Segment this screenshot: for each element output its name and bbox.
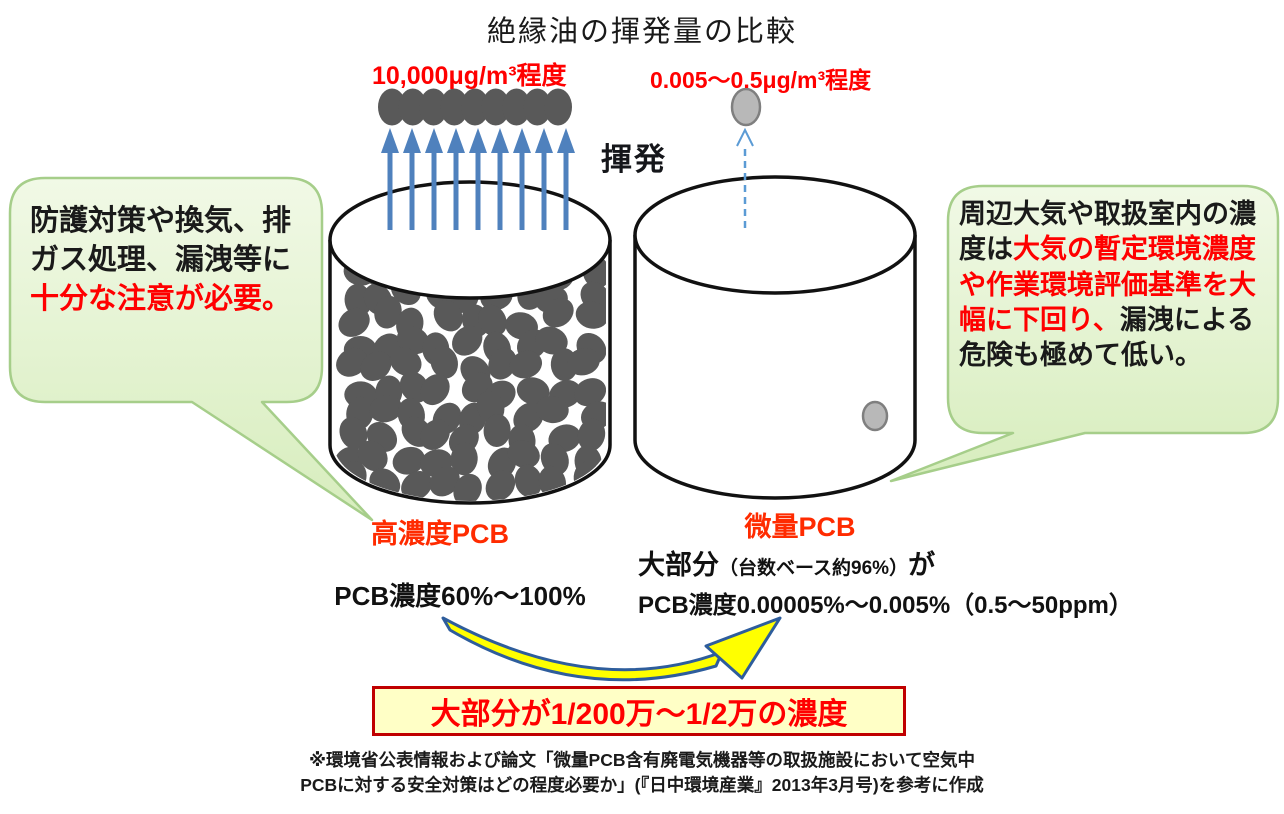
escaped-molecule: [502, 88, 531, 126]
left-emission-rate: 10,000μg/m³程度: [372, 62, 567, 90]
oil-molecule-dot: [420, 419, 450, 450]
oil-molecule-dot: [450, 442, 478, 476]
oil-molecule-dot: [374, 295, 402, 329]
oil-molecule-dot: [535, 395, 569, 424]
up-arrow-head: [381, 128, 399, 153]
oil-molecule-dot: [339, 417, 368, 450]
conclusion-box: 大部分が1/200万～1/2万の濃度: [372, 686, 906, 736]
trace-pcb-tank: [633, 175, 917, 500]
oil-molecule-dot: [478, 304, 507, 337]
oil-molecule-dot: [392, 446, 425, 475]
oil-molecule-dot: [360, 351, 392, 381]
left-callout-bubble: [8, 176, 374, 522]
oil-molecule-dot: [488, 347, 517, 380]
tank-top-rim: [633, 175, 917, 295]
up-arrow-head: [557, 128, 575, 153]
high-concentration-tank: [328, 180, 612, 505]
oil-molecule-dot: [401, 470, 433, 501]
escaped-molecule: [461, 88, 489, 126]
up-arrow-head: [403, 128, 421, 153]
oil-molecule-dot: [483, 414, 511, 447]
oil-molecule-dot: [535, 326, 568, 355]
oil-molecule-dot: [575, 301, 606, 329]
right-callout-black2: 漏洩による危険も極めて低い。: [959, 305, 1255, 371]
share-suffix: が: [908, 550, 936, 580]
up-arrow-head: [513, 128, 531, 153]
oil-molecule-dot: [485, 470, 516, 501]
share-prefix: 大部分: [638, 550, 719, 580]
high-concentration-value: PCB濃度60%～100%: [334, 581, 586, 611]
oil-molecule-dot: [509, 350, 543, 379]
up-arrow-head: [447, 128, 465, 153]
up-arrow-head: [491, 128, 509, 153]
oil-molecule-dot: [369, 395, 403, 423]
footnote-line1: ※環境省公表情報および論文「微量PCB含有廃電気機器等の取扱施設において空気中: [309, 750, 975, 770]
oil-molecule-dot: [430, 345, 458, 379]
oil-molecule-dot: [514, 464, 543, 498]
footnote-line2: PCBに対する安全対策はどの程度必要か」(『日中環境産業』2013年3月号)を参…: [300, 775, 984, 795]
right-emission-rate: 0.005～0.5μg/m³程度: [650, 67, 872, 93]
oil-molecule-dot: [577, 418, 606, 452]
oil-molecule-dot: [420, 374, 450, 406]
tank-top-rim: [328, 180, 612, 300]
left-callout-text: 防護対策や換気、排ガス処理、漏洩等に十分な注意が必要。: [30, 202, 312, 319]
oil-molecule-dot: [453, 473, 482, 501]
oil-molecule-dot: [389, 347, 422, 377]
volatilization-label: 揮発: [601, 142, 667, 177]
right-callout-text: 周辺大気や取扱室内の濃度は大気の暫定環境濃度や作業環境評価基準を大幅に下回り、漏…: [959, 197, 1265, 374]
share-paren: （台数ベース約96%）: [719, 558, 909, 579]
single-oil-molecule: [861, 400, 889, 432]
trace-concentration-value: PCB濃度0.00005%～0.005%（0.5～50ppm）: [638, 592, 1133, 619]
up-arrow-head: [535, 128, 553, 153]
left-callout-black: 防護対策や換気、排ガス処理、漏洩等に: [30, 205, 292, 276]
right-callout-black1: 周辺大気や取扱室内の濃度は: [959, 199, 1256, 265]
escaped-molecule: [398, 88, 427, 126]
right-callout-red: 大気の暫定環境濃度や作業環境評価基準を大幅に下回り、: [959, 234, 1256, 336]
trace-pcb-share-line: 大部分（台数ベース約96%）が: [638, 543, 935, 582]
page-title: 絶縁油の揮発量の比較: [486, 16, 797, 48]
up-arrow-head: [425, 128, 443, 153]
oil-molecule-dot: [574, 378, 606, 407]
escaped-molecule: [378, 88, 406, 126]
oil-molecule-dot: [542, 298, 574, 328]
oil-molecule-dot: [567, 347, 600, 376]
high-concentration-pcb-label: 高濃度PCB: [370, 519, 509, 549]
oil-molecule-dot: [452, 325, 483, 356]
oil-molecule-dot: [516, 377, 550, 405]
escaping-molecules-left: [378, 88, 572, 126]
evaporation-arrows-left: [381, 128, 575, 230]
oil-molecule-dot: [336, 347, 368, 377]
escaped-molecule: [440, 88, 469, 126]
evaporation-arrow-right: [736, 127, 754, 228]
oil-molecule-dot: [357, 440, 388, 472]
escaping-molecule-right: [730, 87, 762, 127]
dilution-swoosh-arrow: [441, 616, 782, 682]
oil-molecule-dot: [396, 326, 430, 355]
right-callout-bubble: [889, 184, 1280, 483]
escaped-molecule: [523, 88, 552, 126]
oil-molecule-dot: [429, 466, 460, 497]
escaped-molecule: [481, 88, 510, 126]
up-arrow-head: [469, 128, 487, 153]
oil-molecule-dot: [338, 307, 370, 337]
oil-molecule-dot: [507, 440, 540, 469]
left-callout-red: 十分な注意が必要。: [30, 282, 292, 315]
escaped-molecule: [419, 88, 448, 126]
escaped-molecule: [544, 88, 572, 126]
trace-pcb-label: 微量PCB: [744, 512, 856, 542]
oil-molecule-dot: [433, 300, 463, 332]
